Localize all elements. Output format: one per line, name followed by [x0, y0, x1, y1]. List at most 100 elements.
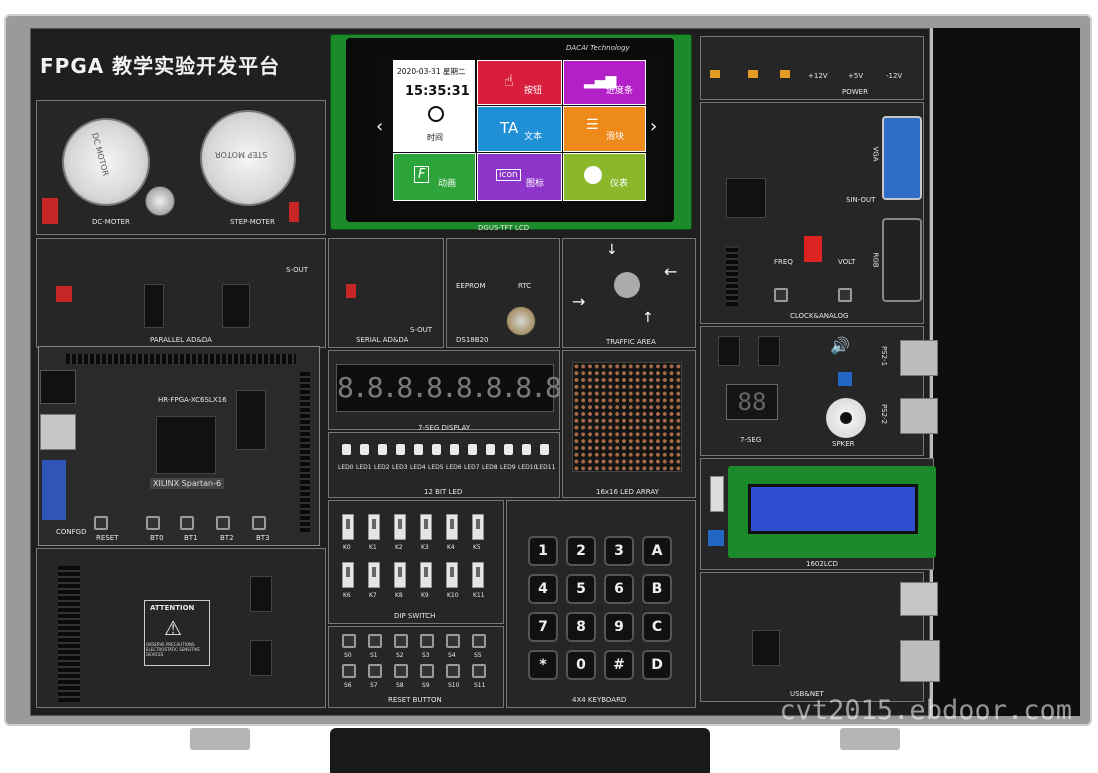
usb-port[interactable] — [900, 582, 938, 616]
dip-switch-6[interactable] — [342, 562, 354, 588]
dip-switch-8[interactable] — [394, 562, 406, 588]
dip-switch-4[interactable] — [446, 514, 458, 540]
reset-button-10[interactable] — [446, 664, 460, 678]
serial-jumper[interactable] — [346, 284, 356, 298]
reset-button-label: S3 — [422, 652, 430, 659]
dip-switch-9[interactable] — [420, 562, 432, 588]
dip-switch-10[interactable] — [446, 562, 458, 588]
dc-motor-knob[interactable] — [145, 186, 175, 216]
fpga-reset-button[interactable] — [94, 516, 108, 530]
jtag-header[interactable] — [42, 460, 66, 520]
fpga-bt1-button[interactable] — [180, 516, 194, 530]
keypad-key[interactable]: A — [642, 536, 672, 566]
reset-button-9[interactable] — [420, 664, 434, 678]
reset-button-5[interactable] — [472, 634, 486, 648]
reset-button-6[interactable] — [342, 664, 356, 678]
dip-label: DIP SWITCH — [394, 612, 436, 620]
confgd-label: CONFGD — [56, 528, 87, 536]
fpga-bt3-label: BT3 — [256, 534, 270, 542]
ps2-2-port[interactable] — [900, 398, 938, 434]
eeprom-label: EEPROM — [456, 282, 486, 290]
rtc-battery — [506, 306, 536, 336]
reset-button-11[interactable] — [472, 664, 486, 678]
lcd-tile-progress[interactable]: ▂▄▆ 进度条 — [563, 60, 646, 105]
reset-button-2[interactable] — [394, 634, 408, 648]
freq-button[interactable] — [774, 288, 788, 302]
fpga-bt0-button[interactable] — [146, 516, 160, 530]
parallel-jumper[interactable] — [56, 286, 72, 302]
ps2-1-port[interactable] — [900, 340, 938, 376]
expansion-header[interactable] — [58, 566, 80, 702]
power-toggle-switch[interactable] — [710, 476, 724, 512]
lcd-tile-text[interactable]: TA 文本 — [477, 106, 562, 152]
clock-icon — [428, 106, 444, 122]
keypad-key[interactable]: 6 — [604, 574, 634, 604]
motor-jumper[interactable] — [42, 198, 58, 224]
reset-button-label: S0 — [344, 652, 352, 659]
dip-switch-label: K9 — [421, 592, 429, 599]
fpga-bt2-label: BT2 — [220, 534, 234, 542]
contrast-pot[interactable] — [708, 530, 724, 546]
lcd-tile-slider[interactable]: ☰ 滑块 — [563, 106, 646, 152]
lcd-tile-animation[interactable]: F 动画 — [393, 153, 476, 201]
dip-switch-2[interactable] — [394, 514, 406, 540]
keypad-key[interactable]: * — [528, 650, 558, 680]
fpga-bt3-button[interactable] — [252, 516, 266, 530]
speaker-icon: 🔊 — [830, 336, 850, 355]
usb-com-port[interactable] — [40, 414, 76, 450]
keypad-key[interactable]: # — [604, 650, 634, 680]
seg7-label: 7-SEG — [740, 436, 762, 444]
attention-sublabel: OBSERVE PRECAUTIONS ELECTROSTATIC SENSIT… — [146, 642, 200, 657]
dip-switch-11[interactable] — [472, 562, 484, 588]
rgb-connector[interactable] — [882, 218, 922, 302]
keypad-key[interactable]: D — [642, 650, 672, 680]
lcd-tile-icon[interactable]: icon 图标 — [477, 153, 562, 201]
reset-button-8[interactable] — [394, 664, 408, 678]
reset-button-7[interactable] — [368, 664, 382, 678]
spker-label: SPKER — [832, 440, 855, 448]
lcd-tile-button[interactable]: ☝ 按钮 — [477, 60, 562, 105]
dip-switch-7[interactable] — [368, 562, 380, 588]
reset-button-label: S4 — [448, 652, 456, 659]
vga-connector[interactable] — [882, 116, 922, 200]
reset-button-0[interactable] — [342, 634, 356, 648]
dip-switch-5[interactable] — [472, 514, 484, 540]
power-rail-5v: +5V — [848, 72, 864, 80]
keypad-key[interactable]: 3 — [604, 536, 634, 566]
keypad-key[interactable]: 2 — [566, 536, 596, 566]
keypad-key[interactable]: C — [642, 612, 672, 642]
volume-pot[interactable] — [838, 372, 852, 386]
keypad-key[interactable]: 9 — [604, 612, 634, 642]
lcd-prev-arrow[interactable]: ‹ — [376, 116, 384, 137]
dip-switch-0[interactable] — [342, 514, 354, 540]
reset-button-1[interactable] — [368, 634, 382, 648]
usb-chip — [752, 630, 780, 666]
volt-button[interactable] — [838, 288, 852, 302]
keypad-key[interactable]: 5 — [566, 574, 596, 604]
keypad-key[interactable]: B — [642, 574, 672, 604]
keypad-key[interactable]: 0 — [566, 650, 596, 680]
keypad-key[interactable]: 1 — [528, 536, 558, 566]
dip-switch-3[interactable] — [420, 514, 432, 540]
seg-driver-2 — [758, 336, 780, 366]
step-motor-jumper[interactable] — [289, 202, 299, 222]
dip-switch-1[interactable] — [368, 514, 380, 540]
keypad-key[interactable]: 8 — [566, 612, 596, 642]
fpga-bt2-button[interactable] — [216, 516, 230, 530]
led-label: LED11 — [536, 464, 556, 471]
led-label: LED7 — [464, 464, 480, 471]
keypad-key[interactable]: 7 — [528, 612, 558, 642]
dc-jack[interactable] — [40, 370, 76, 404]
keypad-key[interactable]: 4 — [528, 574, 558, 604]
vga-label: VGA — [871, 146, 880, 162]
reset-button-4[interactable] — [446, 634, 460, 648]
reset-button-3[interactable] — [420, 634, 434, 648]
led-label: LED9 — [500, 464, 516, 471]
serial-s-out-label: S-OUT — [410, 326, 433, 334]
dip-switch-red[interactable] — [804, 236, 822, 262]
lcd-next-arrow[interactable]: › — [650, 116, 658, 137]
lcd-tile-gauge[interactable]: 仪表 — [563, 153, 646, 201]
fpga-bt1-label: BT1 — [184, 534, 198, 542]
ethernet-port[interactable] — [900, 640, 940, 682]
clock-select-header[interactable] — [726, 246, 738, 306]
